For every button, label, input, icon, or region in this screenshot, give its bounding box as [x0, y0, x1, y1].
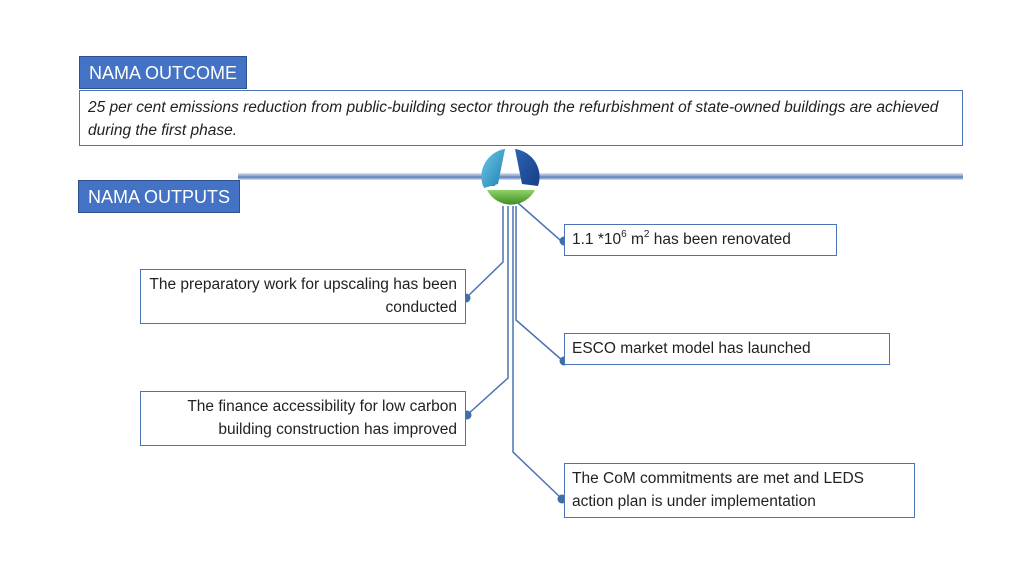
tri-segment-logo-icon	[481, 149, 540, 205]
output-esco-box: ESCO market model has launched	[564, 333, 890, 365]
connector-prep	[465, 206, 504, 299]
output-prep-box: The preparatory work for upscaling has b…	[140, 269, 466, 324]
output-renovated-box: 1.1 *106 m2 has been renovated	[564, 224, 837, 256]
output-renovated-pre: 1.1 *10	[572, 231, 622, 248]
connector-esco	[515, 206, 564, 362]
output-com-box: The CoM commitments are met and LEDS act…	[564, 463, 915, 518]
output-finance-box: The finance accessibility for low carbon…	[140, 391, 466, 446]
output-renovated-mid: m	[626, 231, 644, 248]
outcome-text-box: 25 per cent emissions reduction from pub…	[79, 90, 963, 146]
connector-renovated	[517, 202, 564, 241]
connector-com	[512, 206, 562, 499]
connector-finance	[466, 206, 509, 416]
output-renovated-exp2: 2	[643, 228, 650, 240]
nama-outcome-label: NAMA OUTCOME	[79, 56, 248, 89]
divider-bar	[238, 173, 963, 180]
nama-outputs-label: NAMA OUTPUTS	[78, 180, 241, 213]
output-renovated-post: has been renovated	[649, 231, 791, 248]
output-renovated-exp: 6	[621, 228, 627, 240]
